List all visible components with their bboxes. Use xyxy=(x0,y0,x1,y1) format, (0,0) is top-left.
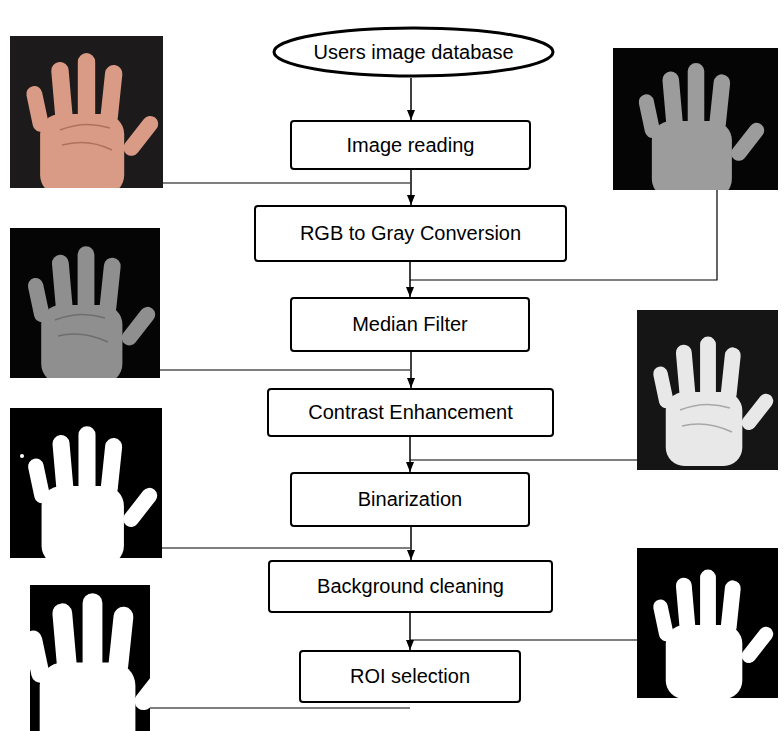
flow-arrow xyxy=(409,613,411,650)
process-box: ROI selection xyxy=(299,650,521,703)
node-text: RGB to Gray Conversion xyxy=(300,222,521,245)
hand-image xyxy=(10,408,162,566)
node-text: Binarization xyxy=(358,488,463,511)
node-text: Background cleaning xyxy=(317,575,504,598)
hand-image xyxy=(637,548,778,699)
flow-arrow xyxy=(410,170,412,205)
process-box: Median Filter xyxy=(290,297,530,352)
start-oval: Users image database xyxy=(272,26,555,78)
node-text: Median Filter xyxy=(352,313,468,336)
hand-image xyxy=(613,48,778,198)
hand-image xyxy=(30,585,150,731)
node-text: Contrast Enhancement xyxy=(308,401,513,424)
flow-arrow xyxy=(410,527,412,560)
flow-arrow xyxy=(410,78,412,120)
flow-arrow xyxy=(410,352,412,388)
node-text: Image reading xyxy=(347,134,475,157)
process-box: Background cleaning xyxy=(268,560,553,613)
flow-arrow xyxy=(409,437,411,472)
process-box: Binarization xyxy=(290,472,530,527)
hand-image xyxy=(637,310,778,470)
node-text: ROI selection xyxy=(350,665,470,688)
hand-image xyxy=(10,36,163,195)
process-box: RGB to Gray Conversion xyxy=(254,205,567,262)
node-text: Users image database xyxy=(313,41,513,64)
hand-image xyxy=(10,228,160,383)
process-box: Image reading xyxy=(290,120,531,170)
flow-arrow xyxy=(409,262,411,297)
leader-line xyxy=(150,183,717,708)
process-box: Contrast Enhancement xyxy=(267,388,554,437)
